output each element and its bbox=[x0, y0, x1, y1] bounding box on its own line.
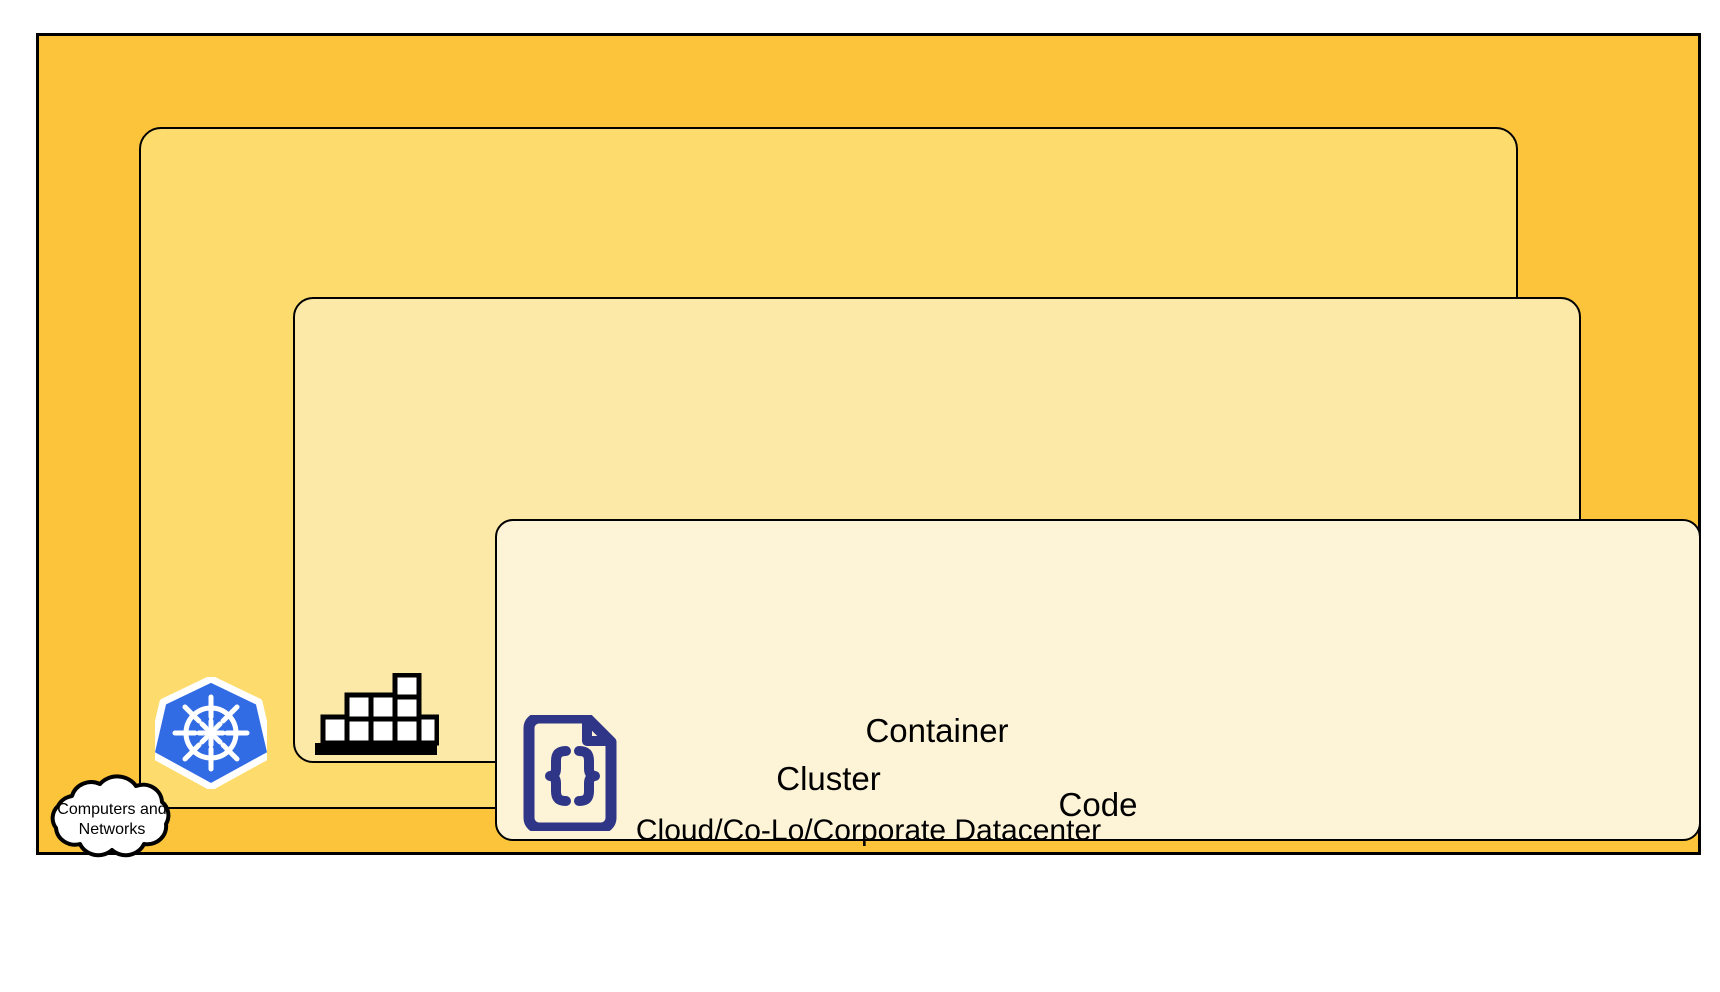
layer-label-datacenter: Cloud/Co-Lo/Corporate Datacenter bbox=[39, 813, 1698, 848]
code-braces-document-icon bbox=[519, 712, 619, 834]
layer-label-datacenter-line2: Datacenter bbox=[954, 813, 1102, 847]
cloud-shape-icon bbox=[50, 774, 171, 858]
kubernetes-icon bbox=[147, 675, 275, 791]
layer-container[interactable]: Code bbox=[293, 297, 1701, 841]
layer-datacenter[interactable]: Code bbox=[36, 33, 1701, 855]
cloud-badge-line1: Computers and bbox=[57, 800, 167, 818]
layer-label-cluster: Cluster bbox=[776, 760, 881, 798]
layer-cluster[interactable]: Code bbox=[139, 127, 1701, 841]
layer-label-datacenter-line1: Cloud/Co-Lo/Corporate bbox=[635, 813, 947, 847]
layer-code[interactable]: Code bbox=[495, 519, 1701, 841]
cloud-badge-computers-and-networks[interactable]: Computers and Networks bbox=[28, 770, 196, 868]
cloud-badge-text: Computers and Networks bbox=[28, 770, 196, 868]
layer-label-container: Container bbox=[865, 712, 1009, 750]
container-blocks-icon bbox=[313, 672, 440, 757]
layer-label-code: Code bbox=[1058, 786, 1138, 824]
cloud-badge-line2: Networks bbox=[78, 821, 146, 838]
